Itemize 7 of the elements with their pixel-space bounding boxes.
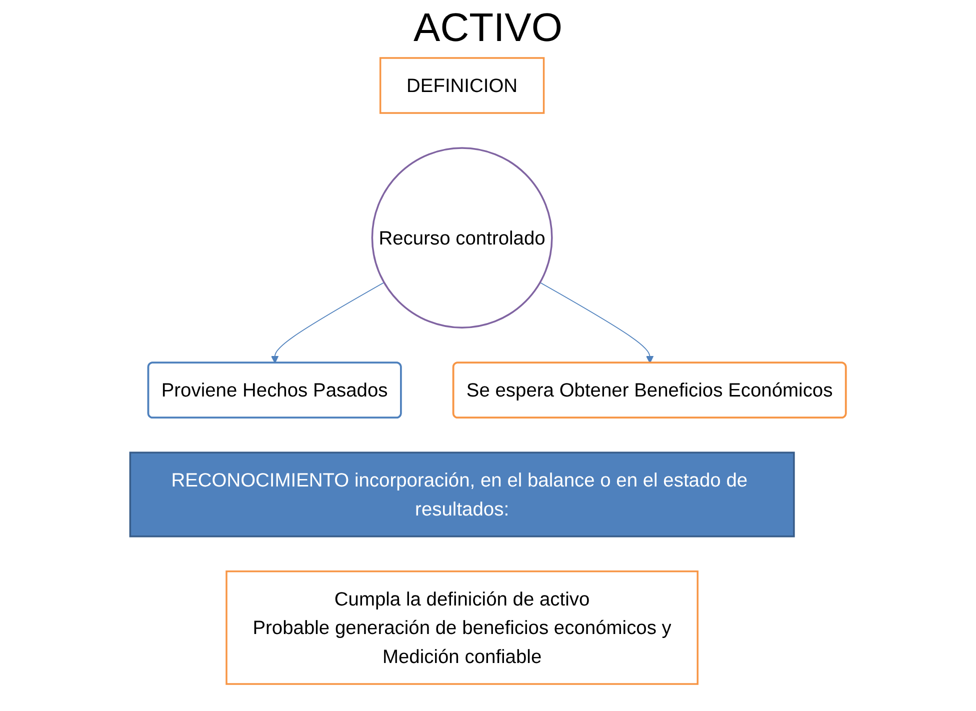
node-circle: Recurso controlado bbox=[371, 147, 553, 329]
arrow bbox=[270, 282, 384, 364]
node-box: Cumpla la definición de activo Probable generación de beneficios económicos y Medición confiable bbox=[226, 570, 698, 685]
node-box: DEFINICION bbox=[379, 57, 545, 114]
arrow bbox=[540, 282, 654, 364]
title: ACTIVO bbox=[412, 6, 564, 51]
node-box: RECONOCIMIENTO incorporación, en el balance o en el estado de resultados: bbox=[129, 452, 795, 538]
